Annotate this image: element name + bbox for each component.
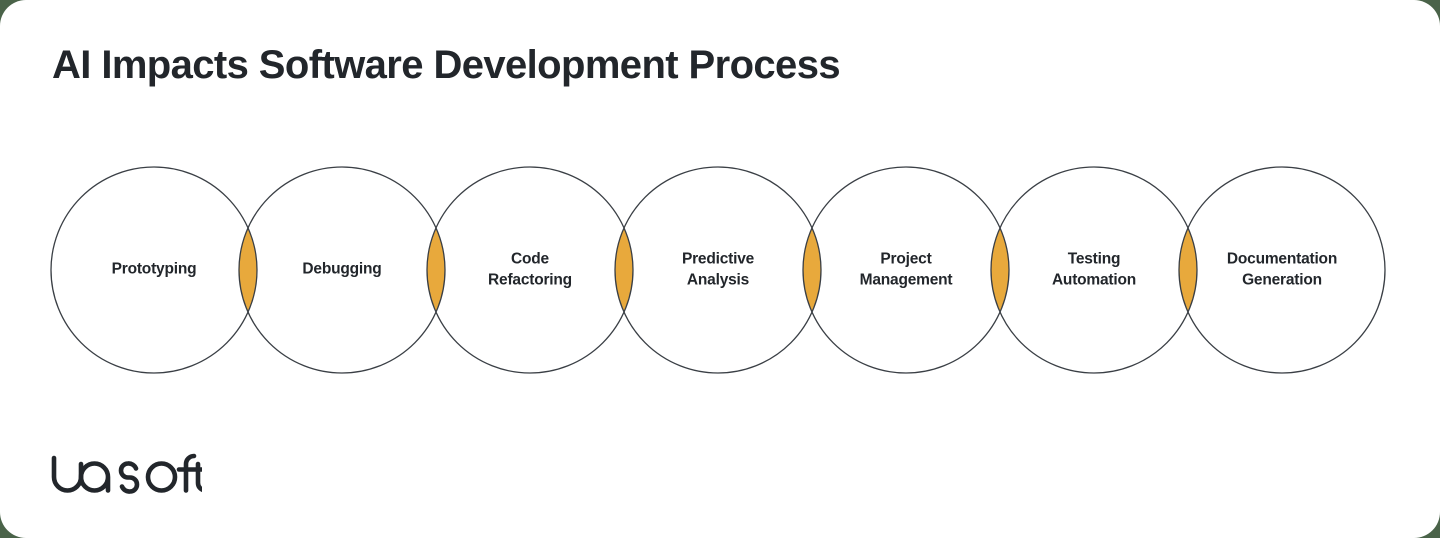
venn-circle-debugging[interactable] [238, 166, 446, 374]
venn-label-code-refactoring: Code Refactoring [488, 250, 572, 288]
venn-label-documentation-generation: Documentation Generation [1226, 250, 1338, 288]
venn-circle-documentation-generation[interactable] [1178, 166, 1386, 374]
venn-circle-code-refactoring[interactable] [426, 166, 634, 374]
venn-overlap-1 [239, 227, 257, 313]
venn-overlap-4 [803, 227, 821, 313]
venn-overlap-2 [427, 227, 445, 313]
venn-label-testing-automation: Testing Automation [1051, 250, 1137, 288]
venn-overlap-3 [615, 227, 633, 313]
page-title: AI Impacts Software Development Process [52, 43, 841, 87]
lasoft-logo[interactable]: Lasoft [50, 452, 202, 498]
venn-circle-testing-automation[interactable] [990, 166, 1198, 374]
venn-circle-project-management[interactable] [802, 166, 1010, 374]
venn-label-prototyping: Prototyping [111, 260, 197, 278]
venn-circle-predictive-analysis[interactable] [614, 166, 822, 374]
venn-label-project-management: Project Management [859, 250, 953, 288]
venn-label-predictive-analysis: Predictive Analysis [681, 250, 755, 288]
venn-overlap-5 [990, 227, 1009, 313]
venn-label-debugging: Debugging [302, 260, 382, 278]
venn-circle-prototyping[interactable] [50, 166, 258, 374]
venn-overlap-6 [1178, 227, 1197, 313]
